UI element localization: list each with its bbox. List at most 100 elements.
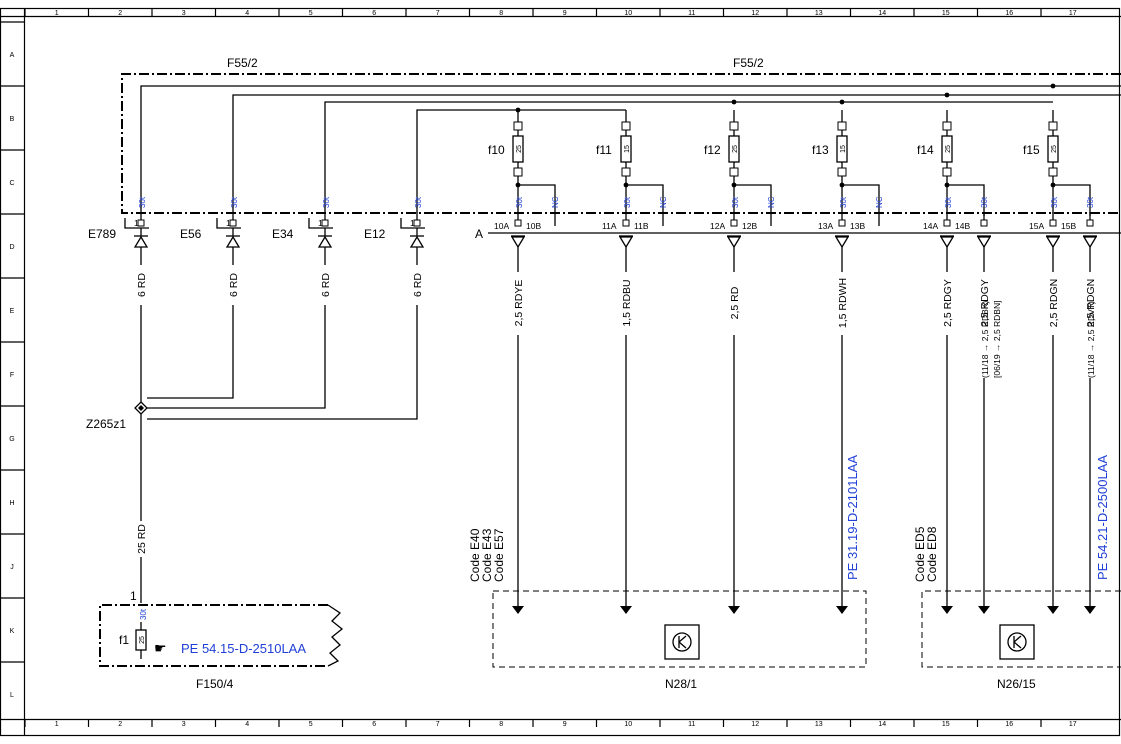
n28-reference[interactable]: PE 31.19-D-2101LAA xyxy=(845,455,860,580)
grid-column-label: 1 xyxy=(55,10,59,17)
fuse-f1-30t: 30t xyxy=(139,608,148,620)
f55-module-outline: F55/2 F55/2 xyxy=(121,56,1121,214)
connector-pin-symbol xyxy=(409,235,425,248)
grid-row-label: B xyxy=(10,116,15,123)
fuse-rating: 15 xyxy=(840,145,847,153)
grid-column-label: 10 xyxy=(624,10,632,17)
wire-arrow xyxy=(728,606,740,614)
wire-label-main: 25 RD xyxy=(136,524,148,554)
wire-label: 2,5 RDGY xyxy=(942,279,954,327)
grid-column-label: 6 xyxy=(372,721,376,728)
connector-pin-symbol xyxy=(317,235,333,248)
pin-a: 14A xyxy=(923,221,938,231)
grid-column-label: 2 xyxy=(118,721,122,728)
grid-column-label: 8 xyxy=(499,10,503,17)
pin-b: 12B xyxy=(742,221,757,231)
grid-column-label: 13 xyxy=(815,721,823,728)
fuse-rating: 25 xyxy=(516,145,523,153)
grid-row-label: C xyxy=(9,180,14,187)
wire-label: 2,5 RDYE xyxy=(513,280,525,327)
n28-label: N28/1 xyxy=(665,677,697,691)
wire-label: 6 RD xyxy=(412,273,424,297)
nc-marker: NC xyxy=(875,196,884,208)
grid-row-label: D xyxy=(9,244,14,251)
wire-arrow xyxy=(941,606,953,614)
pin-30t: 30t xyxy=(515,196,524,208)
grid-row-label: K xyxy=(10,628,15,635)
grid-column-label: 17 xyxy=(1069,721,1077,728)
pin-b: 10B xyxy=(526,221,541,231)
pin-symbol xyxy=(1082,236,1098,249)
grid-column-label: 16 xyxy=(1005,721,1013,728)
grid-column-label: 15 xyxy=(942,10,950,17)
grid-row-label: A xyxy=(10,52,15,59)
grid-column-label: 12 xyxy=(751,721,759,728)
grid-column-label: 9 xyxy=(563,721,567,728)
pin-symbol xyxy=(939,236,955,249)
fuse-label: f11 xyxy=(596,143,612,157)
fuse-f1-label: f1 xyxy=(119,633,129,647)
connector-name: E56 xyxy=(180,227,202,241)
connector-30t: 30t xyxy=(322,196,331,208)
terminal-a-label: A xyxy=(475,227,483,241)
grid-column-label: 10 xyxy=(624,721,632,728)
wire-arrow xyxy=(1084,606,1096,614)
grid-column-label: 2 xyxy=(118,10,122,17)
pin-symbol xyxy=(1045,236,1061,249)
connector-name: E34 xyxy=(272,227,294,241)
grid-row-label: L xyxy=(10,692,14,699)
grid-column-label: 15 xyxy=(942,721,950,728)
grid-column-label: 8 xyxy=(499,721,503,728)
nc-marker: NC xyxy=(767,196,776,208)
grid-column-label: 1 xyxy=(55,721,59,728)
n26-label: N26/15 xyxy=(997,677,1036,691)
connector-pin: 1 xyxy=(134,218,139,228)
fuse-f1-pin: 1 xyxy=(130,589,137,603)
nc-marker: NC xyxy=(551,196,560,208)
wire-alternative: (11/18 → 2,5 RDBK) xyxy=(980,301,990,378)
wire-label: 1,5 RDBU xyxy=(621,279,633,326)
pin-30t: 30t xyxy=(731,196,740,208)
grid-column-label: 5 xyxy=(309,10,313,17)
f150-module: 1 30t 25 f1 ☛ PE 54.15-D-2510LAA F150/4 xyxy=(99,589,344,691)
grid-column-label: 14 xyxy=(878,10,886,17)
n26-reference[interactable]: PE 54.21-D-2500LAA xyxy=(1095,455,1110,580)
fuse-f1-rating: 25 xyxy=(139,636,146,644)
splice-z265z1: Z265z1 25 RD xyxy=(86,305,418,603)
grid-column-label: 9 xyxy=(563,10,567,17)
connector-pin-symbol xyxy=(225,235,241,248)
grid-column-label: 11 xyxy=(688,721,695,728)
connector-name: E12 xyxy=(364,227,386,241)
fuse-f1-reference[interactable]: PE 54.15-D-2510LAA xyxy=(181,641,306,656)
grid-row-label: J xyxy=(10,564,14,571)
pin-30t: 30t xyxy=(944,196,953,208)
supply-busbars xyxy=(140,83,1121,213)
pin-30t: 30t xyxy=(1050,196,1059,208)
fuse-rating: 25 xyxy=(1051,145,1058,153)
fuse-label: f14 xyxy=(917,143,934,157)
pin-a: 10A xyxy=(494,221,509,231)
code-label: Code E40 xyxy=(468,528,482,582)
pin-b: 11B xyxy=(634,221,649,231)
pin-symbol xyxy=(510,236,526,249)
grid-column-label: 6 xyxy=(372,10,376,17)
code-label: Code E57 xyxy=(492,528,506,582)
wire-arrow xyxy=(836,606,848,614)
connector-30t: 30t xyxy=(138,196,147,208)
grid-row-label: H xyxy=(9,500,14,507)
code-label: Code ED8 xyxy=(925,526,939,582)
wire-arrow xyxy=(978,606,990,614)
grid-column-label: 3 xyxy=(182,10,186,17)
connector-pin: 1 xyxy=(318,218,323,228)
pin-a: 12A xyxy=(710,221,725,231)
pin-30t: 30t xyxy=(623,196,632,208)
